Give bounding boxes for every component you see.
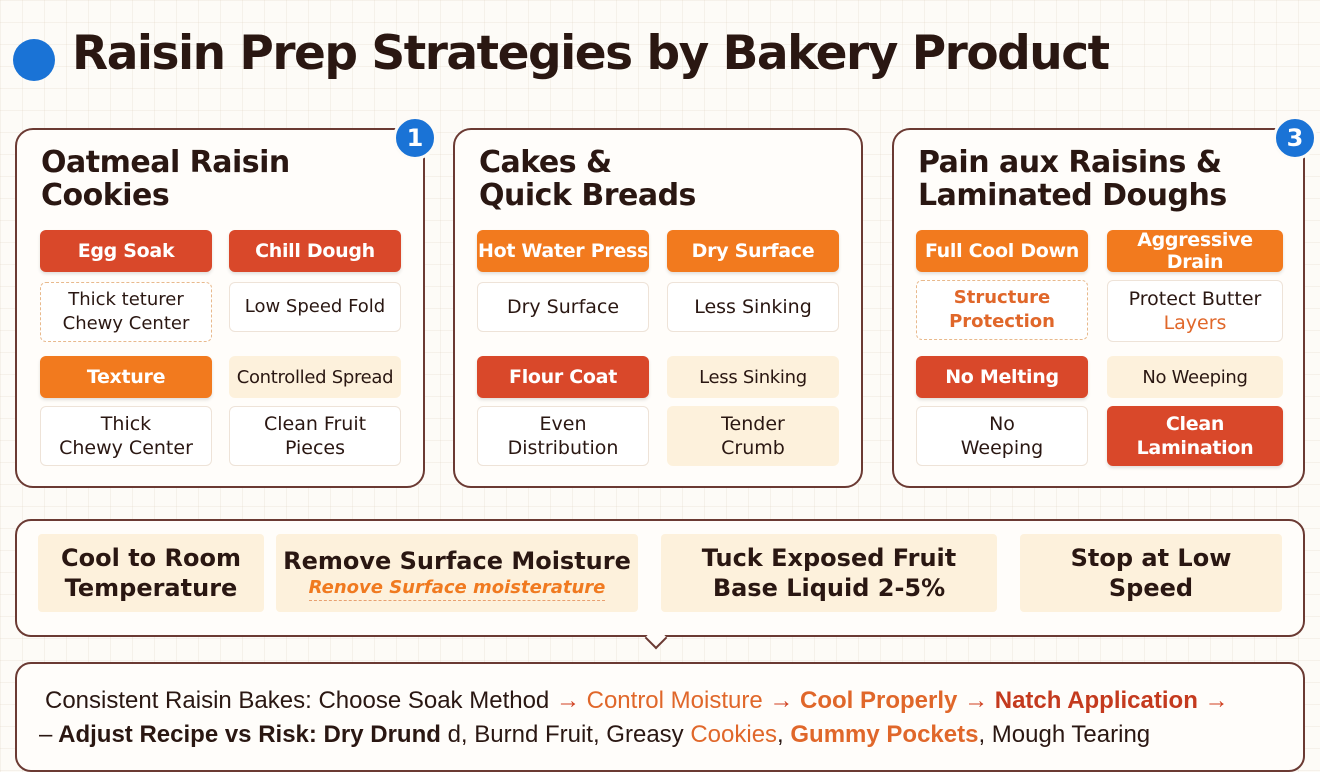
panel-number-badge: 3 (1273, 116, 1317, 160)
summary-step: Choose Soak Method (311, 687, 556, 714)
arrow-right-icon: → (769, 687, 794, 714)
method-pill-flour-coat: Flour Coat (477, 356, 649, 398)
benefit-cell: Thick Chewy Center (40, 406, 212, 466)
summary-risk-lead: Adjust Recipe vs Risk: Dry Drund (52, 721, 441, 748)
benefit-cell: Thick teturer Chewy Center (40, 282, 212, 342)
benefit-cell: Clean Fruit Pieces (229, 406, 401, 466)
dash-icon: – (39, 721, 53, 748)
summary-lead: Consistent Raisin Bakes: (45, 687, 312, 714)
title-bullet-icon (13, 39, 55, 81)
arrow-right-icon: → (555, 687, 580, 714)
step-label: Remove Surface Moisture (283, 546, 631, 575)
method-pill-hot-water-press: Hot Water Press (477, 230, 649, 272)
method-pill-chill-dough: Chill Dough (229, 230, 401, 272)
panel-cakes-quick-breads: Cakes & Quick Breads Hot Water Press Dry… (453, 128, 863, 488)
summary-step: Control Moisture (579, 687, 770, 714)
benefit-cell: Less Sinking (667, 282, 839, 332)
method-pill-aggressive-drain: Aggressive Drain (1107, 229, 1283, 273)
summary-box: Consistent Raisin Bakes: Choose Soak Met… (15, 662, 1305, 772)
method-pill-no-melting: No Melting (916, 356, 1088, 398)
benefit-pill-less-sinking: Less Sinking (667, 356, 839, 398)
panel-title: Cakes & Quick Breads (479, 145, 696, 213)
method-pill-dry-surface: Dry Surface (667, 230, 839, 272)
panel-pain-aux-raisins: 3 Pain aux Raisins & Laminated Doughs Fu… (892, 116, 1317, 488)
benefit-text-accent: Layers (1163, 312, 1227, 334)
summary-risk-text: , Mough Tearing (978, 721, 1151, 748)
arrow-right-icon: → (1204, 687, 1229, 714)
panel-title: Pain aux Raisins & Laminated Doughs (918, 145, 1227, 213)
method-pill-egg-soak: Egg Soak (40, 230, 212, 272)
panel-title: Oatmeal Raisin Cookies (41, 145, 290, 213)
summary-risk-text: d, Burnd Fruit, Greasy (440, 721, 691, 748)
benefit-cell: Low Speed Fold (229, 282, 401, 332)
summary-risk-text: , (777, 721, 784, 748)
benefit-cell: Tender Crumb (667, 406, 839, 466)
benefit-cell-protect-butter: Protect Butter Layers (1107, 280, 1283, 342)
summary-risk-text: Gummy Pockets (783, 721, 979, 748)
benefit-cell: No Weeping (916, 406, 1088, 466)
panel-number-badge: 1 (393, 116, 437, 160)
benefit-text: Protect Butter (1128, 288, 1262, 310)
method-pill-full-cool-down: Full Cool Down (916, 230, 1088, 272)
summary-risk-text: Cookies (690, 721, 778, 748)
step-remove-surface-moisture: Remove Surface Moisture Renove Surface m… (276, 534, 638, 612)
benefit-cell: Dry Surface (477, 282, 649, 332)
benefit-cell: Even Distribution (477, 406, 649, 466)
step-tuck-exposed-fruit: Tuck Exposed Fruit Base Liquid 2-5% (661, 534, 997, 612)
panel-oatmeal-raisin-cookies: 1 Oatmeal Raisin Cookies Egg Soak Chill … (15, 116, 437, 488)
step-cool-room-temp: Cool to Room Temperature (38, 534, 264, 612)
method-pill-texture: Texture (40, 356, 212, 398)
summary-step: Natch Application (988, 687, 1205, 714)
benefit-pill-controlled-spread: Controlled Spread (229, 356, 401, 398)
benefit-cell: Structure Protection (916, 280, 1088, 340)
step-stop-low-speed: Stop at Low Speed (1020, 534, 1282, 612)
step-sub-label: Renove Surface moisterature (308, 576, 606, 601)
summary-step: Cool Properly (793, 687, 965, 714)
summary-line-1: Consistent Raisin Bakes: Choose Soak Met… (45, 687, 1229, 715)
summary-line-2: – Adjust Recipe vs Risk: Dry Drund d, Bu… (39, 721, 1150, 749)
page-title: Raisin Prep Strategies by Bakery Product (72, 26, 1110, 81)
benefit-pill-no-weeping: No Weeping (1107, 356, 1283, 398)
method-pill-clean-lamination: Clean Lamination (1107, 406, 1283, 466)
arrow-right-icon: → (964, 687, 989, 714)
